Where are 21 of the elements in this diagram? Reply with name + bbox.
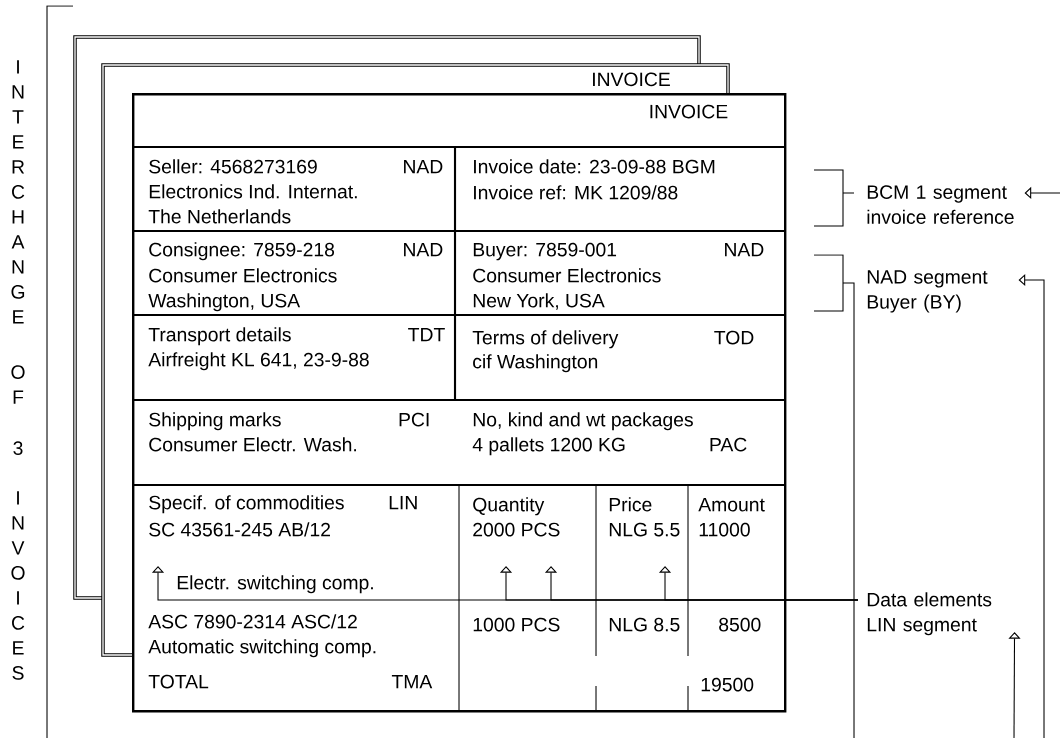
table-cell: Transport details TDT Airfreight KL 641, 23-9-88 — [148, 327, 445, 371]
table-cell: Terms of delivery TOD cif Washington — [472, 330, 754, 373]
table-cell: Quantity 2000 PCS 1000 PCS — [473, 497, 560, 632]
leader-line — [658, 566, 859, 601]
annotation-text: BCM 1 segment invoice reference — [867, 185, 1014, 224]
vertical-label: OF — [11, 365, 25, 404]
sheet-heading: INVOICE — [593, 72, 670, 87]
table-cell: Invoice date: 23-09-88 BGM Invoice ref: MK 1209/88 — [474, 159, 715, 200]
vertical-label: INTERCHANGE — [11, 60, 25, 324]
vertical-label: 3 — [13, 441, 23, 455]
table-cell: Seller: 4568273169 NAD Electronics Ind. Internat. The Netherlands — [148, 159, 443, 224]
vertical-label: INVOICES — [11, 491, 25, 680]
table-cell: Specif. of commodities LIN SC 43561-245 AB/12 Electr. switching comp. ASC 7890-2314 ASC/12 Automatic switching comp. TOTAL TMA — [148, 495, 433, 689]
table-cell: Price NLG 5.5 NLG 8.5 — [609, 497, 680, 632]
table-cell: Amount 11000 8500 19500 — [698, 497, 765, 692]
annotation-text: Data elements LIN segment — [867, 592, 992, 636]
table-cell: No, kind and wt packages 4 pallets 1200 KG PAC — [472, 412, 747, 456]
table-cell: Consignee: 7859-218 NAD Consumer Electronics Washington, USA — [148, 242, 443, 312]
annotation-text: NAD segment Buyer (BY) — [867, 270, 988, 313]
table-cell: Buyer: 7859-001 NAD Consumer Electronics New York, USA — [473, 242, 764, 310]
table-cell: Shipping marks PCI Consumer Electr. Wash. — [149, 412, 429, 452]
